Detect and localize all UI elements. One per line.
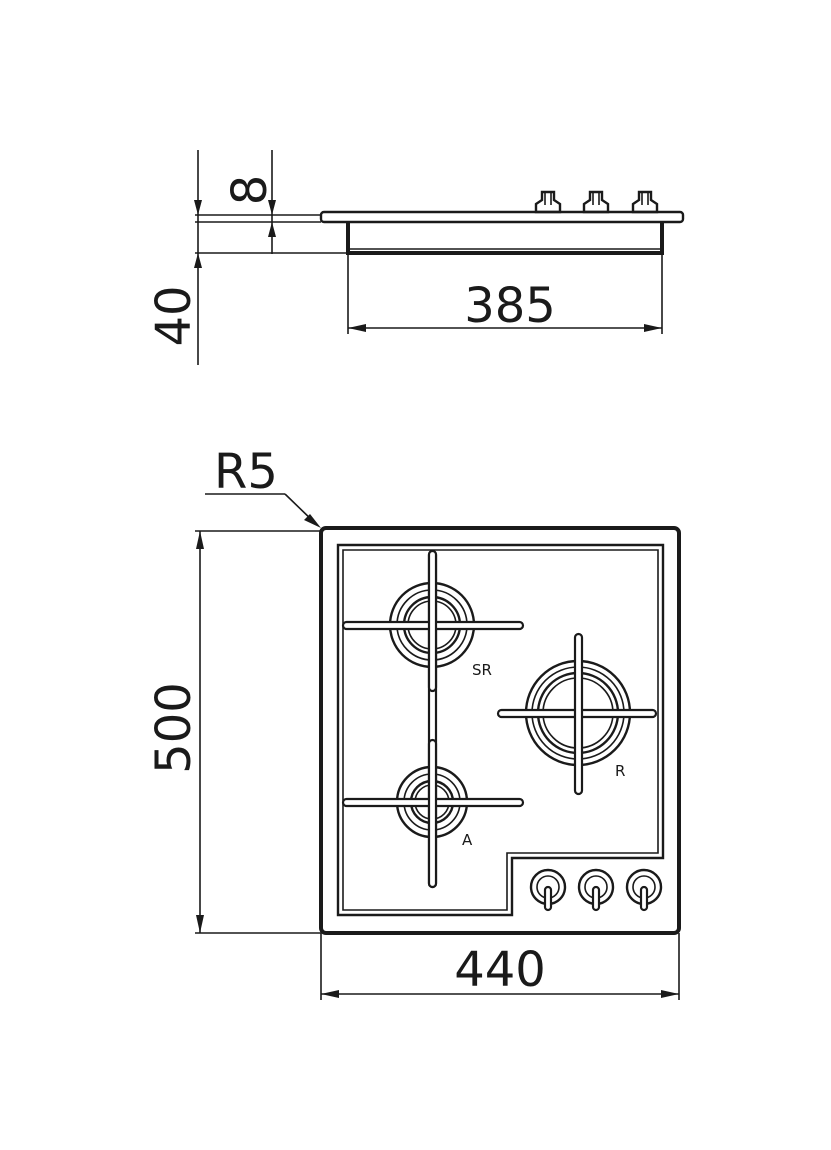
grate-bar-vertical <box>573 632 584 796</box>
hob-inner-edge-secondary <box>342 549 659 911</box>
hob-outer-frame <box>319 526 681 935</box>
burner-label: A <box>462 831 473 849</box>
burner-a: A <box>341 738 525 889</box>
dim-8-label: 8 <box>222 175 278 206</box>
dim-385-label: 385 <box>464 278 556 334</box>
dim-440-label: 440 <box>454 942 546 998</box>
side-view: 8 40 385 <box>146 150 685 365</box>
arrow-icon <box>321 990 339 998</box>
control-knob <box>529 868 567 912</box>
control-knob <box>625 868 663 912</box>
hob-inner-edge <box>336 543 665 917</box>
hob-body <box>346 222 664 255</box>
arrow-icon <box>268 222 276 237</box>
arrow-icon <box>661 990 679 998</box>
top-view: SR R A <box>146 444 681 1000</box>
burner-label: R <box>615 762 625 780</box>
control-knob <box>577 868 615 912</box>
arrow-icon <box>268 200 276 215</box>
side-knob <box>534 190 562 214</box>
burner-label: SR <box>472 661 492 679</box>
arrow-icon <box>644 324 662 332</box>
arrow-icon <box>196 531 204 549</box>
hob-top-plate <box>319 210 685 224</box>
burner-sr: SR <box>341 549 525 693</box>
side-knob <box>582 190 610 214</box>
burner-r: R <box>496 632 658 796</box>
arrow-icon <box>194 253 202 268</box>
side-knob <box>631 190 659 214</box>
arrow-icon <box>196 915 204 933</box>
arrow-icon <box>304 514 321 528</box>
dim-500-label: 500 <box>146 682 202 774</box>
dim-40-label: 40 <box>146 285 202 346</box>
dim-r5-label: R5 <box>214 444 278 500</box>
arrow-icon <box>194 200 202 215</box>
arrow-icon <box>348 324 366 332</box>
